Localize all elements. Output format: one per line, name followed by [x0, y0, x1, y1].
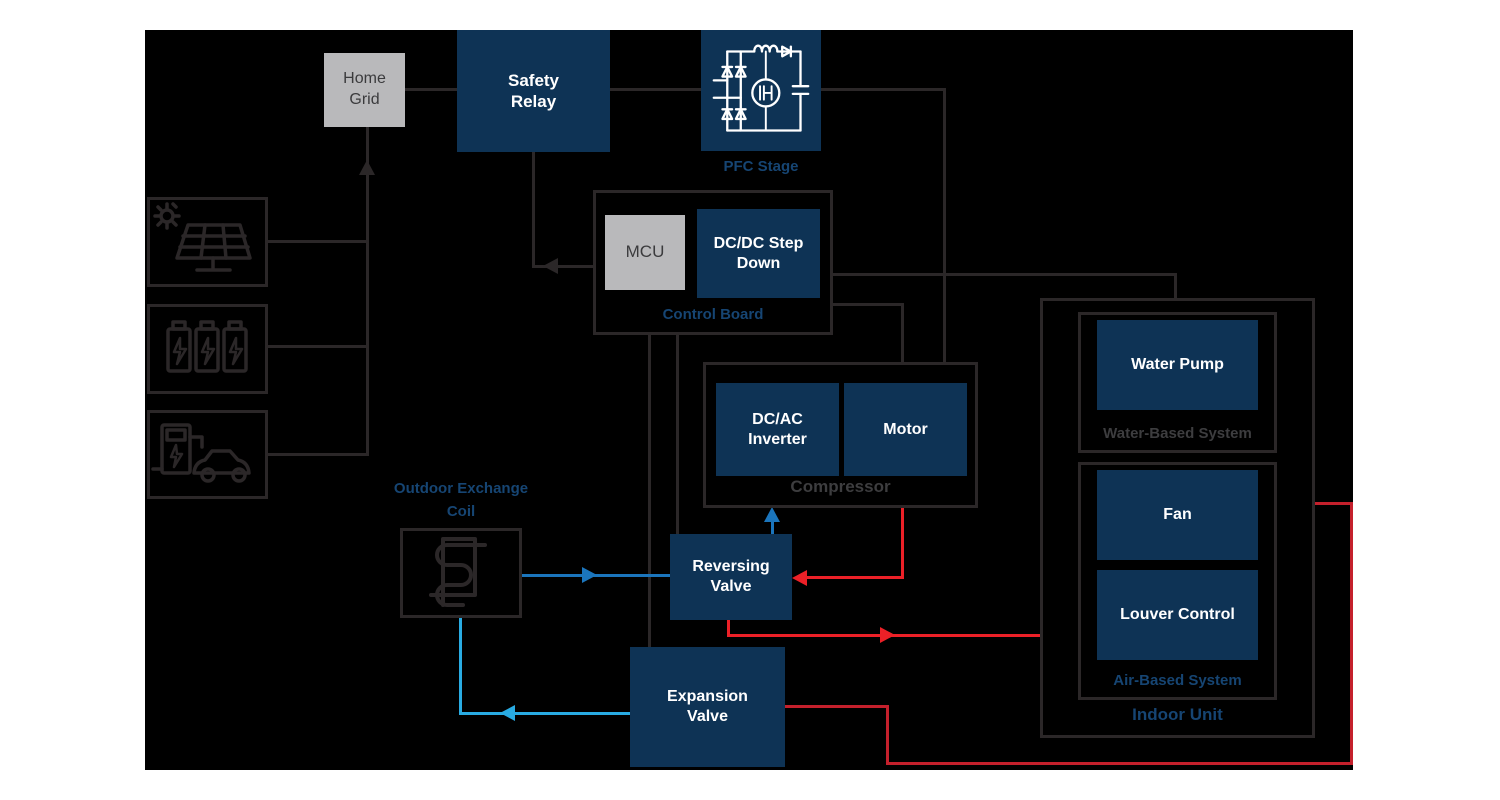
louver-control-label: Louver Control — [1120, 606, 1235, 623]
reversing-valve-node: Reversing Valve — [670, 534, 792, 620]
louver-control-node: Louver Control — [1097, 570, 1258, 660]
battery-bank-box — [147, 304, 268, 394]
diagram-canvas: Control Board Compressor Indoor Unit Wat… — [145, 30, 1353, 770]
wire-dcdc-to-inverter — [833, 303, 903, 306]
motor-label: Motor — [883, 420, 928, 438]
wire-control-board-to-indoor-unit — [833, 273, 1176, 276]
arrowhead-right-reversing-valve — [582, 567, 597, 583]
pfc-stage-label: PFC Stage — [723, 158, 799, 175]
line-expansion-to-coil-vertical — [459, 618, 462, 715]
outdoor-coil-box — [400, 528, 522, 618]
water-pump-label: Water Pump — [1131, 356, 1224, 373]
arrowhead-left-safety-relay — [543, 258, 558, 274]
line-motor-down — [901, 508, 904, 579]
indoor-unit-box: Indoor Unit — [1040, 298, 1315, 738]
dcac-inverter-label: DC/AC Inverter — [748, 410, 807, 448]
dcac-inverter-node: DC/AC Inverter — [716, 383, 839, 476]
line-return-bottom — [886, 762, 1353, 765]
ev-charging-box — [147, 410, 268, 499]
arrowhead-right-indoor-unit — [880, 627, 895, 643]
solar-panel-icon — [153, 202, 252, 272]
wire-inverter-drop — [901, 303, 904, 362]
arrowhead-up-home-grid — [359, 160, 375, 175]
dcdc-step-down-label: DC/DC Step Down — [713, 234, 804, 272]
wire-pfc-out — [821, 88, 946, 91]
fan-node: Fan — [1097, 470, 1258, 560]
wire-home-grid-to-safety-relay — [405, 88, 457, 91]
mcu-label: MCU — [625, 242, 665, 262]
line-return-right — [1350, 502, 1353, 765]
air-based-system-box: Air-Based System — [1078, 462, 1277, 700]
water-based-system-box: Water-Based System — [1078, 312, 1277, 453]
wire-bus-to-home-grid — [366, 127, 369, 456]
arrowhead-left-reversing-valve — [792, 570, 807, 586]
motor-node: Motor — [844, 383, 967, 476]
home-grid-label: Home Grid — [343, 70, 386, 108]
safety-relay-label: Safety Relay — [507, 70, 560, 111]
line-expansion-to-coil-horizontal — [459, 712, 630, 715]
reversing-valve-label: Reversing Valve — [692, 558, 770, 595]
line-motor-to-reversing-valve — [807, 576, 904, 579]
mcu-node: MCU — [605, 215, 685, 290]
solar-panel-box — [147, 197, 268, 287]
battery-bank-icon — [166, 320, 248, 373]
wire-mcu-to-safety-relay-horizontal — [532, 265, 593, 268]
control-board-box: Control Board — [593, 190, 833, 335]
ev-charging-icon — [151, 423, 251, 483]
expansion-valve-node: Expansion Valve — [630, 647, 785, 767]
wire-ev-to-bus — [268, 453, 369, 456]
wire-mcu-to-safety-relay-vertical — [532, 152, 535, 268]
wire-indoor-unit-drop — [1174, 273, 1177, 300]
line-return-drop — [886, 705, 889, 765]
line-reversing-valve-to-compressor — [771, 519, 774, 534]
expansion-valve-label: Expansion Valve — [667, 688, 748, 725]
wire-safety-relay-to-pfc — [610, 88, 701, 91]
outdoor-exchange-coil-label: Outdoor Exchange Coil — [393, 480, 529, 520]
exchange-coil-icon — [429, 537, 487, 607]
compressor-box: Compressor — [703, 362, 978, 508]
control-board-label: Control Board — [662, 306, 764, 323]
wire-control-board-to-reversing-valve — [676, 335, 679, 534]
wire-pfc-to-compressor — [943, 88, 946, 362]
line-reversing-valve-down — [727, 620, 730, 637]
arrowhead-up-compressor — [764, 507, 780, 522]
line-return-to-indoor-unit — [1315, 502, 1353, 505]
wire-control-board-to-expansion-valve — [648, 335, 651, 647]
water-based-system-label: Water-Based System — [1103, 425, 1252, 442]
indoor-unit-label: Indoor Unit — [1132, 705, 1223, 724]
pfc-stage-node — [701, 30, 821, 151]
arrowhead-left-coil — [500, 705, 515, 721]
safety-relay-node: Safety Relay — [457, 30, 610, 152]
fan-label: Fan — [1163, 506, 1192, 523]
line-expansion-out — [785, 705, 888, 708]
compressor-label: Compressor — [790, 477, 891, 496]
wire-battery-to-bus — [268, 345, 369, 348]
dcdc-step-down-node: DC/DC Step Down — [697, 209, 820, 298]
home-grid-node: Home Grid — [324, 53, 405, 127]
air-based-system-label: Air-Based System — [1113, 672, 1242, 689]
water-pump-node: Water Pump — [1097, 320, 1258, 410]
pfc-circuit-icon — [712, 44, 810, 132]
wire-solar-to-bus — [268, 240, 369, 243]
